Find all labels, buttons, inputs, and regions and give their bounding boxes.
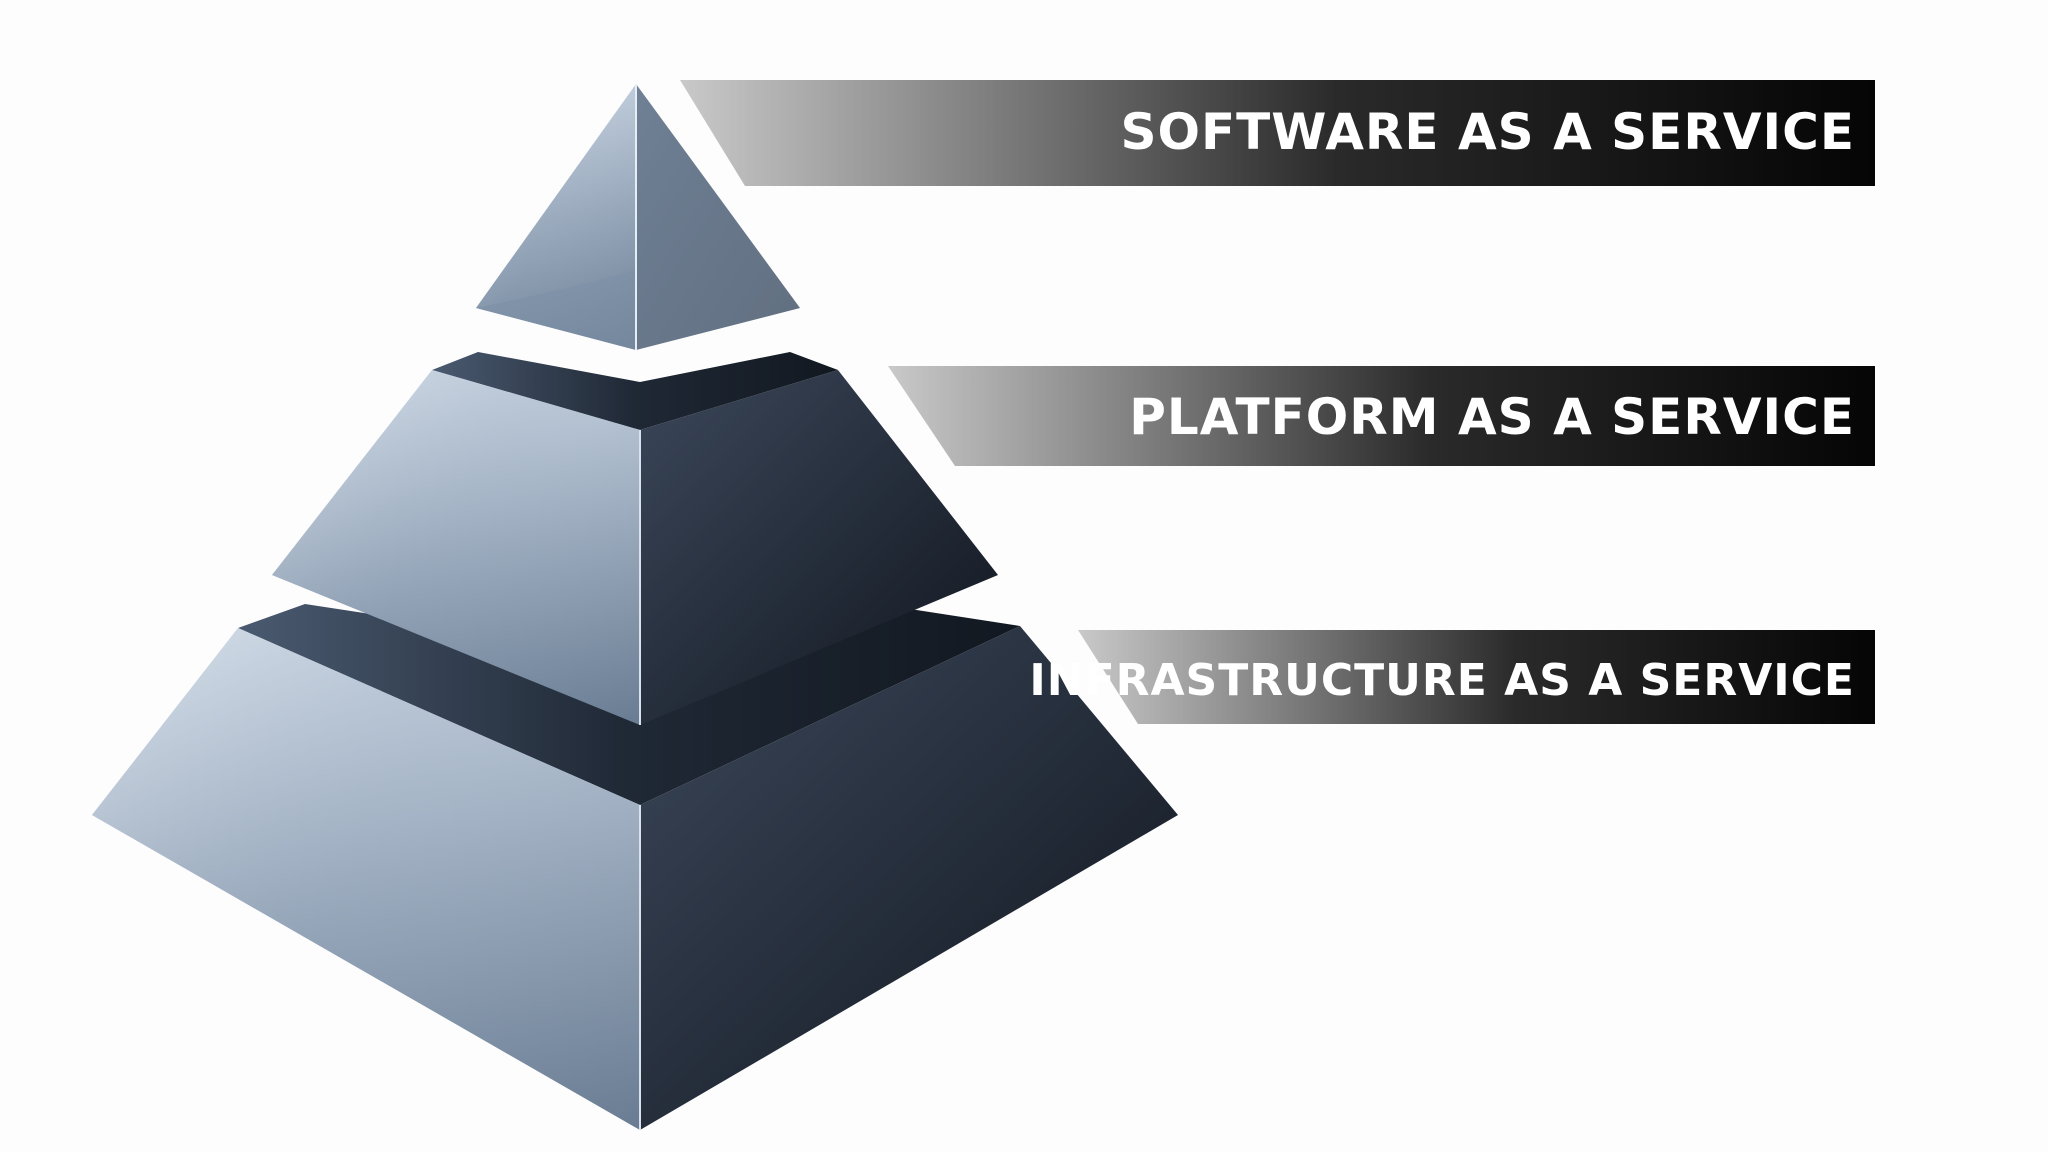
- bottom-tier-right-face: [640, 626, 1178, 1130]
- banner-iaas-label: INFRASTRUCTURE AS A SERVICE: [1029, 655, 1855, 706]
- banner-paas-label: PLATFORM AS A SERVICE: [1129, 388, 1855, 446]
- top-tier-inner-facet: [476, 270, 636, 350]
- top-tier-right-face-shade: [636, 84, 800, 350]
- banner-paas: PLATFORM AS A SERVICE: [888, 366, 1875, 466]
- banner-iaas: INFRASTRUCTURE AS A SERVICE: [1029, 630, 1875, 724]
- banner-saas-label: SOFTWARE AS A SERVICE: [1121, 103, 1855, 161]
- banner-saas: SOFTWARE AS A SERVICE: [680, 80, 1875, 186]
- banner-saas-bar: [680, 80, 1875, 186]
- middle-tier-right-face: [640, 370, 998, 725]
- pyramid-tier-bottom: [92, 599, 1178, 1130]
- middle-tier-left-face-sheen: [272, 370, 640, 725]
- banner-iaas-bar: [1078, 630, 1875, 724]
- bottom-tier-left-face-sheen: [92, 628, 640, 1130]
- banner-paas-bar: [888, 366, 1875, 466]
- pyramid-tier-top: [476, 84, 800, 350]
- pyramid-tier-middle: [272, 352, 998, 725]
- middle-tier-top-ledge: [432, 352, 838, 430]
